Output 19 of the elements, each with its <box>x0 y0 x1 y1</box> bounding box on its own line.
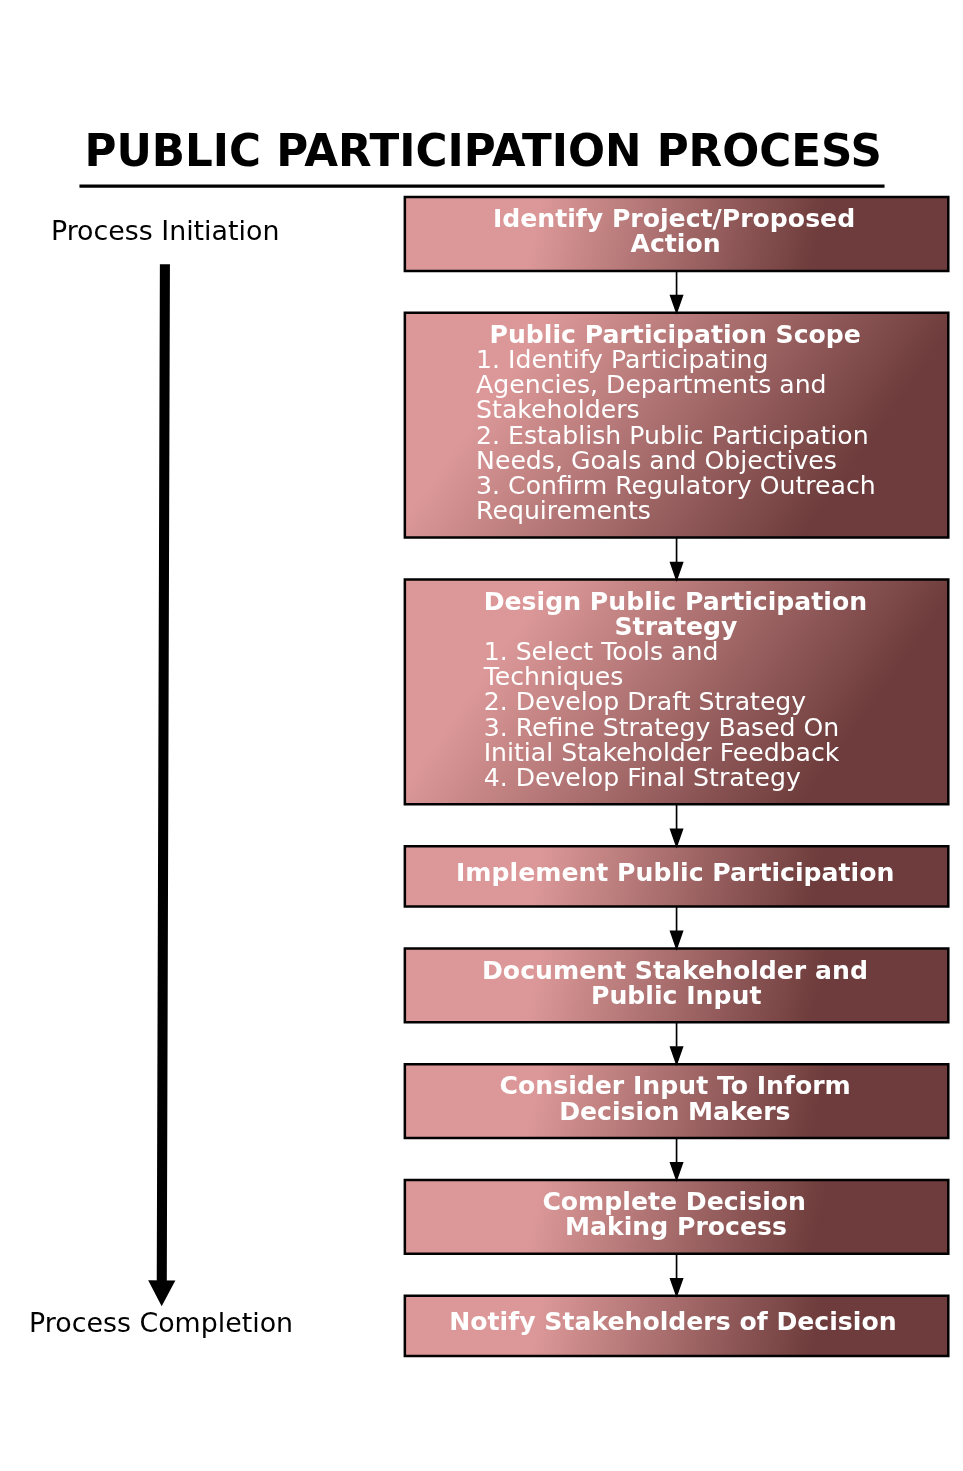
node-box: Public Participation Scope 1. Identify Participating Agencies, Departments and Stakeholders 2. Establish Public Participation Needs, Goals and Objectives 3. Confirm Regulatory Outreach Requirements <box>403 311 950 539</box>
node-box: Consider Input To Inform Decision Makers <box>403 1063 950 1140</box>
node-text: Process Initiation <box>50 215 279 247</box>
node-box: Identify Project/Proposed Action <box>403 195 950 273</box>
node-box: Complete Decision Making Process <box>403 1178 950 1256</box>
arrow <box>669 536 684 582</box>
node-box: Notify Stakeholders of Decision <box>403 1294 950 1358</box>
diagram-title: PUBLIC PARTICIPATION PROCESS <box>83 125 882 176</box>
arrow <box>147 264 175 1307</box>
arrow <box>669 906 684 951</box>
arrow <box>669 1021 684 1067</box>
node-text: Process Completion <box>28 1307 293 1339</box>
node-box: Design Public Participation Strategy 1. Select Tools and Techniques 2. Develop Draft Strategy 3. Refine Strategy Based On Initial Stakeholder Feedback 4. Develop Final Strategy <box>403 578 950 806</box>
arrow <box>669 1253 684 1299</box>
arrow <box>669 803 684 849</box>
node-box: Implement Public Participation <box>403 844 950 908</box>
arrow <box>669 270 684 315</box>
node-box: Document Stakeholder and Public Input <box>403 947 950 1024</box>
arrow <box>669 1137 684 1183</box>
